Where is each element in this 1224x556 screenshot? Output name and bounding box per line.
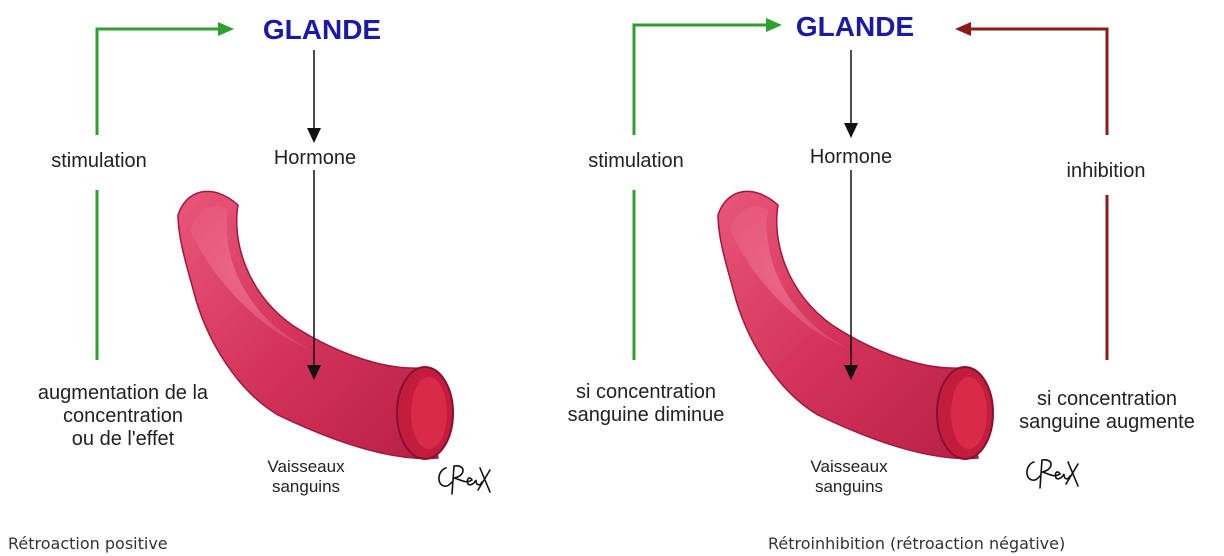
right-blood-vessel-illustration [718,191,993,459]
left-condition-line-1: augmentation de la [38,382,208,405]
right-inhibition-arrowhead [955,22,971,36]
right-glande-label: GLANDE [796,11,914,43]
right-hormone-label: Hormone [810,146,892,169]
right-hormone-arrowhead-1 [844,123,858,138]
right-caption: Rétroinhibition (rétroaction négative) [768,534,1065,554]
right-inhibition-label: inhibition [1067,160,1146,183]
left-condition-text: augmentation de la concentration ou de l… [38,382,208,451]
left-hormone-arrowhead-1 [307,128,321,143]
right-condition-right-line-2: sanguine augmente [1019,411,1195,434]
left-condition-line-3: ou de l'effet [38,428,208,451]
left-vessel-line-2: sanguins [267,477,344,497]
left-vessel-line-1: Vaisseaux [267,457,344,477]
right-condition-right-text: si concentration sanguine augmente [1019,388,1195,434]
left-glande-label: GLANDE [263,14,381,46]
left-caption: Rétroaction positive [8,534,168,554]
left-vessel-label: Vaisseaux sanguins [267,457,344,497]
left-stimulation-label: stimulation [51,150,147,173]
left-condition-line-2: concentration [38,405,208,428]
left-hormone-label: Hormone [274,147,356,170]
right-condition-left-line-1: si concentration [568,381,725,404]
right-artist-signature [1020,452,1082,494]
left-artist-signature [432,458,494,500]
right-inhibition-arrow [968,29,1107,360]
right-stimulation-arrowhead [766,18,782,32]
right-vessel-line-2: sanguins [810,477,887,497]
right-vessel-label: Vaisseaux sanguins [810,457,887,497]
right-condition-right-line-1: si concentration [1019,388,1195,411]
left-stimulation-arrowhead [218,22,234,36]
right-condition-left-text: si concentration sanguine diminue [568,381,725,427]
right-stimulation-label: stimulation [588,150,684,173]
right-condition-left-line-2: sanguine diminue [568,404,725,427]
left-blood-vessel-illustration [178,191,453,459]
right-vessel-line-1: Vaisseaux [810,457,887,477]
